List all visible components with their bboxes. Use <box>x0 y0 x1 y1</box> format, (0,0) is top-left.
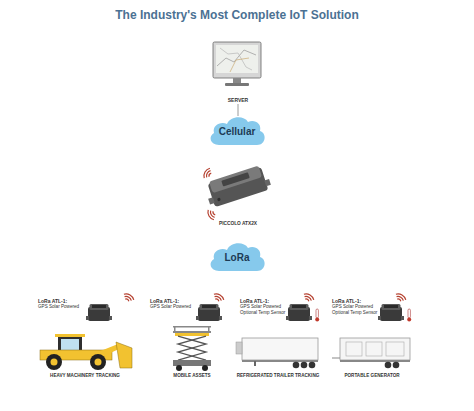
node-label: Cellular <box>211 126 263 139</box>
device-features: GPS Solar Powered Optional Temp Sensor <box>240 304 288 315</box>
reefer-trailer-illustration <box>236 338 318 368</box>
device-name: LoRa ATL-1: <box>332 298 380 304</box>
asset-caption: HEAVY MACHINERY TRACKING <box>25 373 145 378</box>
device-features: GPS Solar Powered <box>38 304 86 310</box>
gateway-device <box>203 164 272 209</box>
asset-caption: REFRIGERATED TRAILER TRACKING <box>218 373 338 378</box>
node-label: LoRa <box>211 252 263 265</box>
network-link <box>238 104 239 116</box>
device-name: LoRa ATL-1: <box>240 298 288 304</box>
diagram-title: The Industry's Most Complete IoT Solutio… <box>0 8 474 22</box>
server-monitor <box>213 42 261 86</box>
asset-caption: MOBILE ASSETS <box>132 373 252 378</box>
asset-caption: PORTABLE GENERATOR <box>312 373 432 378</box>
device-name: LoRa ATL-1: <box>150 298 198 304</box>
loader-illustration <box>40 334 132 370</box>
tracker-devices <box>86 292 407 321</box>
scissor-lift-illustration <box>173 326 211 371</box>
generator-trailer-illustration <box>332 338 410 368</box>
tracker-box: LoRa ATL-1:GPS Solar Powered <box>150 298 198 324</box>
network-cloud: Cellular <box>207 114 267 146</box>
tracker-box: LoRa ATL-1:GPS Solar Powered Optional Te… <box>240 298 288 324</box>
device-name: LoRa ATL-1: <box>38 298 86 304</box>
node-label: SERVER <box>205 97 271 103</box>
tracker-box: LoRa ATL-1:GPS Solar Powered <box>38 298 86 324</box>
gateway-box: PICCOLO ATX2X <box>200 165 276 227</box>
cloud-outline <box>211 117 265 145</box>
cloud-outline <box>211 243 265 271</box>
server-label: SERVER <box>205 40 271 103</box>
node-label: PICCOLO ATX2X <box>200 221 276 227</box>
device-features: GPS Solar Powered <box>150 304 198 310</box>
tracker-box: LoRa ATL-1:GPS Solar Powered Optional Te… <box>332 298 380 324</box>
device-features: GPS Solar Powered Optional Temp Sensor <box>332 304 380 315</box>
network-cloud: LoRa <box>207 240 267 272</box>
